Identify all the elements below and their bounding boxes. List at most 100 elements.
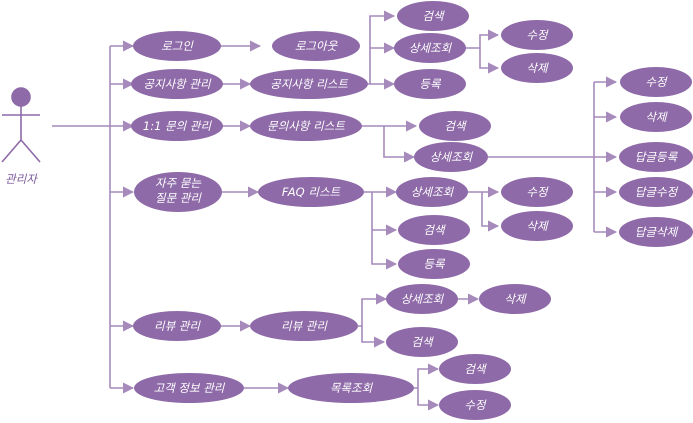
inquiry-detail-node-shape bbox=[414, 142, 488, 172]
notice-list-node: 공지사항 리스트 bbox=[250, 69, 368, 99]
inquiry-list-node: 문의사항 리스트 bbox=[250, 111, 362, 141]
actor-head bbox=[11, 87, 31, 107]
faq-edit-node: 수정 bbox=[501, 177, 573, 207]
inquiry-delete-node-shape bbox=[620, 102, 692, 132]
inquiry-management-node-label: 1:1 문의 관리 bbox=[143, 119, 213, 133]
notice-register-node: 등록 bbox=[394, 69, 466, 99]
inquiry-management-node-shape bbox=[131, 111, 223, 141]
review-management-node-shape bbox=[133, 311, 221, 341]
reply-delete-node-shape bbox=[619, 217, 693, 247]
reply-edit-node-shape bbox=[619, 177, 693, 207]
review-search-node: 검색 bbox=[386, 327, 458, 357]
faq-management-node-shape bbox=[134, 172, 222, 212]
reply-register-node: 답글등록 bbox=[619, 142, 693, 172]
faq-search-node: 검색 bbox=[398, 215, 470, 245]
inquiry-list-node-shape bbox=[250, 111, 362, 141]
review-list-node: 리뷰 관리 bbox=[250, 311, 358, 341]
notice-delete-node-shape bbox=[501, 53, 573, 83]
reply-edit-node: 답글수정 bbox=[619, 177, 693, 207]
logout-node-label: 로그아웃 bbox=[295, 39, 339, 53]
inquiry-edit-node: 수정 bbox=[620, 67, 692, 97]
reply-delete-node: 답글삭제 bbox=[619, 217, 693, 247]
admin-actor bbox=[1, 87, 41, 163]
faq-detail-node-label: 상세조회 bbox=[411, 185, 455, 199]
faq-search-node-label: 검색 bbox=[423, 223, 446, 237]
faq-edit-node-label: 수정 bbox=[526, 185, 549, 199]
login-node-shape bbox=[133, 31, 221, 61]
login-node: 로그인 bbox=[133, 31, 221, 61]
actor-label: 관리자 bbox=[5, 172, 38, 186]
review-list-node-label: 리뷰 관리 bbox=[281, 319, 328, 333]
notice-edit-node-shape bbox=[501, 20, 573, 50]
notice-detail-node-label: 상세조회 bbox=[409, 41, 453, 55]
notice-search-node: 검색 bbox=[397, 1, 469, 31]
reply-register-node-label: 답글등록 bbox=[635, 150, 679, 164]
customer-list-node: 목록조회 bbox=[288, 373, 414, 403]
inquiry-search-node-shape bbox=[419, 111, 491, 141]
notice-management-node-label: 공지사항 관리 bbox=[143, 77, 212, 91]
inquiry-detail-node-label: 상세조회 bbox=[430, 150, 474, 164]
notice-detail-node-shape bbox=[394, 33, 466, 63]
customer-list-node-shape bbox=[288, 373, 414, 403]
connector-lines bbox=[52, 10, 618, 411]
review-management-node: 리뷰 관리 bbox=[133, 311, 221, 341]
notice-list-node-label: 공지사항 리스트 bbox=[270, 77, 348, 91]
review-detail-node-label: 상세조회 bbox=[401, 292, 445, 306]
faq-register-node-label: 등록 bbox=[423, 257, 446, 271]
faq-register-node-shape bbox=[398, 249, 470, 279]
faq-list-node: FAQ 리스트 bbox=[258, 177, 364, 207]
faq-list-node-shape bbox=[258, 177, 364, 207]
inquiry-detail-node: 상세조회 bbox=[414, 142, 488, 172]
review-detail-node: 상세조회 bbox=[386, 284, 458, 314]
inquiry-search-node: 검색 bbox=[419, 111, 491, 141]
login-node-label: 로그인 bbox=[161, 39, 194, 53]
notice-list-node-shape bbox=[250, 69, 368, 99]
faq-management-node-label-line1: 자주 묻는 bbox=[155, 176, 202, 190]
inquiry-edit-node-label: 수정 bbox=[645, 75, 668, 89]
faq-edit-node-shape bbox=[501, 177, 573, 207]
reply-register-node-shape bbox=[619, 142, 693, 172]
actor-left-leg bbox=[1, 139, 22, 163]
inquiry-search-node-label: 검색 bbox=[444, 119, 467, 133]
customer-edit-node-label: 수정 bbox=[464, 398, 487, 412]
inquiry-delete-node: 삭제 bbox=[620, 102, 692, 132]
notice-detail-node: 상세조회 bbox=[394, 33, 466, 63]
actor-right-leg bbox=[20, 139, 41, 163]
reply-edit-node-label: 답글수정 bbox=[635, 185, 679, 199]
inquiry-edit-node-shape bbox=[620, 67, 692, 97]
review-search-node-label: 검색 bbox=[411, 335, 434, 349]
faq-delete-node-shape bbox=[501, 211, 573, 241]
faq-detail-node-shape bbox=[396, 177, 468, 207]
review-delete-node-shape bbox=[479, 284, 551, 314]
customer-search-node: 검색 bbox=[439, 354, 511, 384]
review-delete-node-label: 삭제 bbox=[504, 292, 527, 306]
faq-delete-node: 삭제 bbox=[501, 211, 573, 241]
customer-list-node-label: 목록조회 bbox=[330, 381, 374, 395]
inquiry-list-node-label: 문의사항 리스트 bbox=[267, 119, 345, 133]
notice-search-node-shape bbox=[397, 1, 469, 31]
customer-info-management-node: 고객 정보 관리 bbox=[134, 373, 244, 403]
customer-edit-node-shape bbox=[439, 390, 511, 420]
customer-info-management-node-shape bbox=[134, 373, 244, 403]
faq-delete-node-label: 삭제 bbox=[526, 219, 549, 233]
notice-register-node-label: 등록 bbox=[419, 77, 442, 91]
notice-edit-node-label: 수정 bbox=[526, 28, 549, 42]
notice-management-node: 공지사항 관리 bbox=[131, 69, 223, 99]
customer-info-management-node-label: 고객 정보 관리 bbox=[154, 381, 226, 395]
logout-node: 로그아웃 bbox=[272, 31, 360, 61]
faq-detail-node: 상세조회 bbox=[396, 177, 468, 207]
notice-delete-node: 삭제 bbox=[501, 53, 573, 83]
faq-management-node-label-line2: 질문 관리 bbox=[155, 191, 202, 205]
notice-management-node-shape bbox=[131, 69, 223, 99]
inquiry-delete-node-label: 삭제 bbox=[645, 110, 668, 124]
review-list-node-shape bbox=[250, 311, 358, 341]
faq-list-node-label: FAQ 리스트 bbox=[282, 185, 341, 199]
review-management-node-label: 리뷰 관리 bbox=[154, 319, 201, 333]
customer-edit-node: 수정 bbox=[439, 390, 511, 420]
inquiry-management-node: 1:1 문의 관리 bbox=[131, 111, 223, 141]
notice-register-node-shape bbox=[394, 69, 466, 99]
notice-search-node-label: 검색 bbox=[422, 9, 445, 23]
review-detail-node-shape bbox=[386, 284, 458, 314]
